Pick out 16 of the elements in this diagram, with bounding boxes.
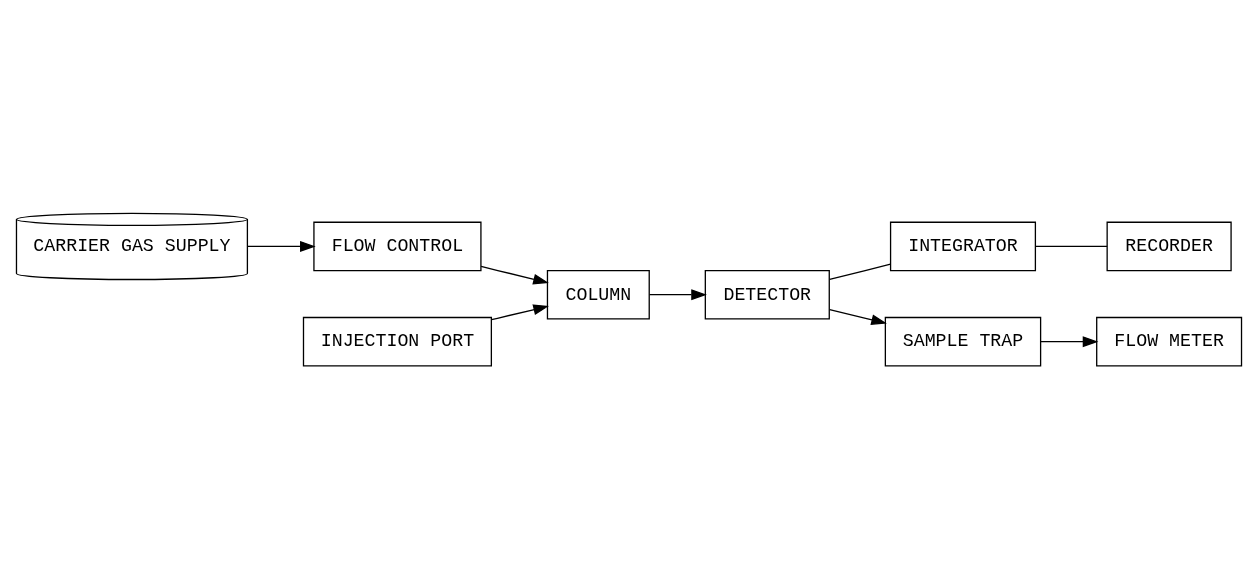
- node-box: COLUMN: [546, 269, 650, 320]
- connector: [1034, 245, 1108, 248]
- node-box: FLOW CONTROL: [313, 221, 482, 272]
- node-box: DETECTOR: [704, 269, 830, 320]
- node-box: FLOW METER: [1096, 316, 1243, 367]
- node-box: INTEGRATOR: [889, 221, 1037, 272]
- node-box: RECORDER: [1106, 221, 1232, 272]
- arrow: [648, 289, 707, 301]
- node-box: INJECTION PORT: [302, 316, 492, 367]
- arrow: [246, 240, 316, 252]
- connector: [829, 263, 892, 281]
- arrow: [490, 304, 549, 321]
- arrow: [829, 308, 887, 326]
- node-box: SAMPLE TRAP: [884, 316, 1042, 367]
- arrow: [480, 265, 549, 285]
- arrow: [1040, 336, 1099, 348]
